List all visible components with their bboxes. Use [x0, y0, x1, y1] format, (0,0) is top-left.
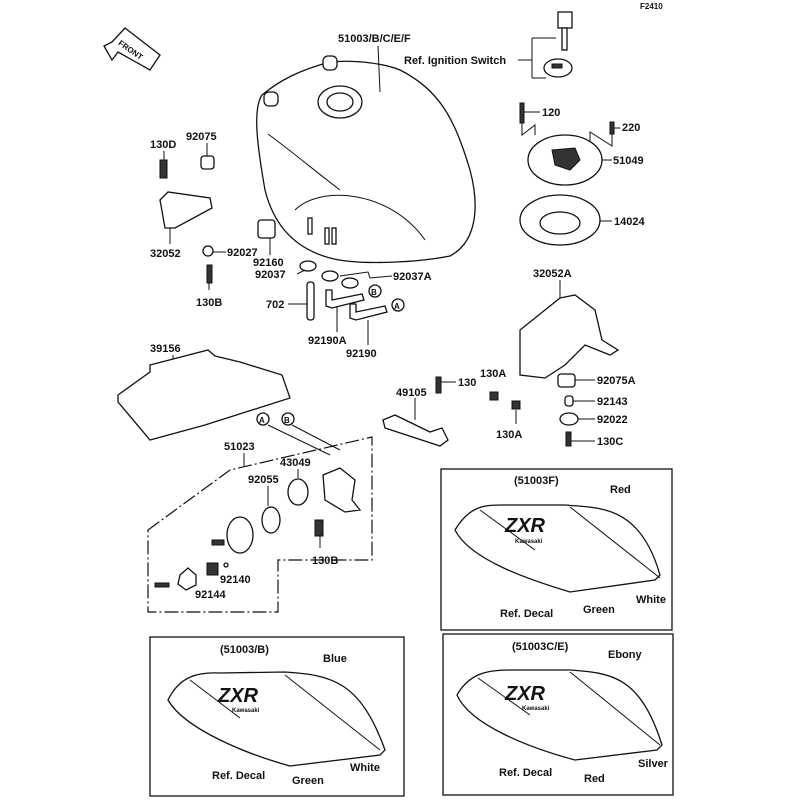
label-92022: 92022 — [597, 414, 628, 426]
label-92027: 92027 — [227, 247, 258, 259]
marker-b-hose: B — [371, 288, 377, 297]
label-39156: 39156 — [150, 343, 181, 355]
bracket-49105[interactable] — [382, 414, 449, 447]
color-stripe: Silver — [638, 758, 669, 770]
color-stripe: White — [636, 594, 666, 606]
fuel-cock-51023[interactable] — [322, 467, 362, 513]
ref-decal: Ref. Decal — [500, 608, 553, 620]
label-92140: 92140 — [220, 574, 251, 586]
label-51003: 51003/B/C/E/F — [338, 33, 411, 45]
variant-code: (51003C/E) — [512, 641, 569, 653]
fuel-tank[interactable] — [256, 55, 476, 264]
front-arrow-icon: FRONT — [103, 27, 161, 71]
label-130: 130 — [458, 377, 476, 389]
label-220: 220 — [622, 122, 640, 134]
label-702: 702 — [266, 299, 284, 311]
variant-code: (51003F) — [514, 475, 559, 487]
variant-51003F: ZXR Kawasaki (51003F) Red Ref. Decal Gre… — [440, 468, 673, 631]
variant-51003CE: ZXR Kawasaki (51003C/E) Ebony Ref. Decal… — [442, 633, 674, 796]
bracket-32052A[interactable] — [519, 294, 620, 379]
marker-a-hose: A — [394, 302, 400, 311]
label-92190A: 92190A — [308, 335, 347, 347]
color-mid: Green — [583, 604, 615, 616]
gasket-14024[interactable] — [519, 194, 601, 246]
kawasaki-logo: Kawasaki — [515, 539, 543, 545]
label-130D: 130D — [150, 139, 176, 151]
label-51023: 51023 — [224, 441, 255, 453]
label-92160: 92160 — [253, 257, 284, 269]
fuel-cock-group — [147, 436, 373, 613]
label-130A-1: 130A — [480, 368, 506, 380]
label-ignition: Ref. Ignition Switch — [404, 55, 506, 67]
label-92037: 92037 — [255, 269, 286, 281]
label-130C: 130C — [597, 436, 623, 448]
pad-39156[interactable] — [117, 349, 291, 441]
marker-b-cock: B — [284, 416, 290, 425]
label-14024: 14024 — [614, 216, 645, 228]
label-92037A: 92037A — [393, 271, 432, 283]
label-92144: 92144 — [195, 589, 226, 601]
marker-a-cock: A — [259, 416, 265, 425]
variant-code: (51003/B) — [220, 644, 269, 656]
hose-92190[interactable] — [349, 303, 388, 321]
label-92143: 92143 — [597, 396, 628, 408]
color-mid: Green — [292, 775, 324, 787]
label-120: 120 — [542, 107, 560, 119]
label-43049: 43049 — [280, 457, 311, 469]
kawasaki-logo: Kawasaki — [232, 708, 260, 714]
label-92190: 92190 — [346, 348, 377, 360]
color-stripe: White — [350, 762, 380, 774]
diagram-code: F2410 — [640, 2, 663, 11]
ignition-key-icon — [543, 11, 573, 78]
label-32052A: 32052A — [533, 268, 572, 280]
damper-92160[interactable] — [257, 219, 276, 239]
hose-702[interactable] — [306, 281, 315, 321]
label-130B-top: 130B — [196, 297, 222, 309]
color-top: Red — [610, 484, 631, 496]
label-92055: 92055 — [248, 474, 279, 486]
hose-92190A[interactable] — [325, 289, 365, 309]
bracket-32052[interactable] — [159, 191, 213, 229]
zxr-logo: ZXR — [504, 683, 546, 705]
label-92075: 92075 — [186, 131, 217, 143]
label-49105: 49105 — [396, 387, 427, 399]
kawasaki-logo: Kawasaki — [522, 706, 550, 712]
ref-decal: Ref. Decal — [499, 767, 552, 779]
variant-51003B: ZXR Kawasaki (51003/B) Blue Ref. Decal G… — [149, 636, 405, 797]
label-130B-bottom: 130B — [312, 555, 338, 567]
label-130A-2: 130A — [496, 429, 522, 441]
color-top: Blue — [323, 653, 347, 665]
label-92075A: 92075A — [597, 375, 636, 387]
color-mid: Red — [584, 773, 605, 785]
ref-decal: Ref. Decal — [212, 770, 265, 782]
zxr-logo: ZXR — [504, 515, 546, 537]
label-51049: 51049 — [613, 155, 644, 167]
label-32052: 32052 — [150, 248, 181, 260]
color-top: Ebony — [608, 649, 642, 661]
filler-cap-51049[interactable] — [527, 134, 603, 186]
zxr-logo: ZXR — [217, 685, 259, 707]
